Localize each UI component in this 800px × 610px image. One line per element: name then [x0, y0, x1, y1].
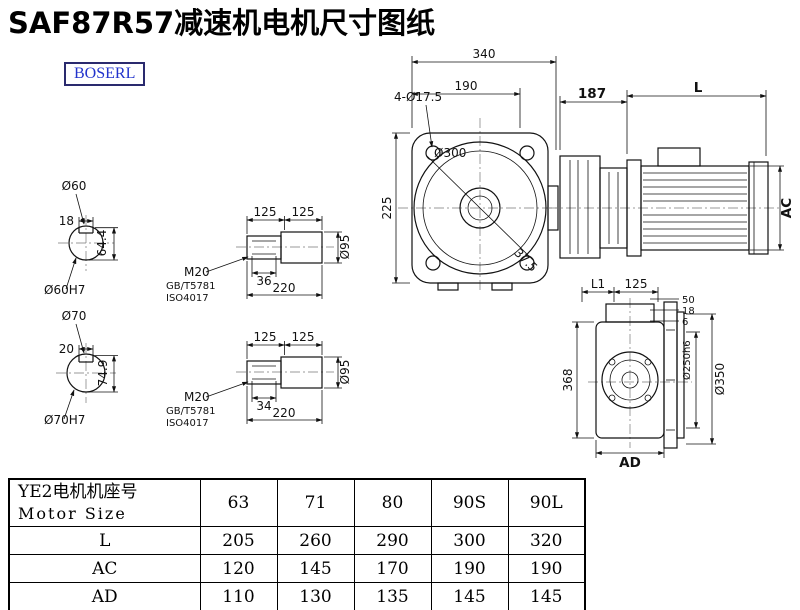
label-shaft60-dia: Ø60	[62, 179, 87, 193]
dim-detailtop-total: 220	[273, 281, 296, 295]
dim-bottom-ad: AD	[619, 455, 641, 471]
header-cn: YE2电机机座号	[18, 482, 138, 502]
bottom-flange	[663, 301, 678, 449]
label-shaft60-bore: Ø60H7	[44, 283, 85, 297]
row-label-AD: AD	[8, 582, 201, 610]
column-header-80: 80	[353, 478, 432, 527]
view-front: 340 190 4-Ø17.5 Ø300 225 37.5	[380, 47, 560, 292]
view-shaft-70: 20 74.9 Ø70 Ø70H7	[44, 309, 118, 427]
dim-bottom-50: 50	[682, 295, 695, 306]
header-en: Motor Size	[18, 504, 127, 523]
view-shaft-60: 18 64.4 Ø60 Ø60H7	[44, 179, 118, 297]
label-detailbot-std1: GB/T5781	[166, 406, 216, 417]
dim-detailtop-seg2: 125	[292, 205, 315, 219]
column-header-90l: 90L	[507, 478, 586, 527]
dim-detailtop-dia: Ø95	[338, 235, 352, 260]
dim-bottom-125: 125	[625, 277, 648, 291]
cell-L-90l: 320	[507, 526, 586, 555]
dim-detailbot-seg2: 125	[292, 330, 315, 344]
shaft70-outline	[66, 353, 106, 393]
shaft60-outline	[68, 225, 104, 261]
cell-AD-80: 135	[353, 582, 432, 610]
label-front-boltholes: 4-Ø17.5	[394, 90, 442, 104]
dim-bottom-height: 368	[561, 369, 575, 392]
row-label-L: L	[8, 526, 201, 555]
cell-AC-90s: 190	[430, 554, 509, 583]
motor-size-header-cell: YE2电机机座号 Motor Size	[8, 478, 201, 527]
dim-detailbot-seg1: 125	[254, 330, 277, 344]
dim-detailbot-keylen: 34	[256, 399, 271, 413]
dim-bottom-flange-dia: Ø350	[713, 363, 727, 395]
cell-L-80: 290	[353, 526, 432, 555]
dim-shaft60-keywidth: 18	[59, 214, 74, 228]
dim-shaft70-keywidth: 20	[59, 342, 74, 356]
table-row-AD: AD 110 130 135 145 145	[8, 582, 586, 610]
motor-size-table: YE2电机机座号 Motor Size 63 71 80 90S 90L L 2…	[8, 478, 586, 610]
cell-AD-90l: 145	[507, 582, 586, 610]
dim-bottom-spigot-dia: Ø250h6	[681, 340, 693, 380]
label-detailbot-std2: ISO4017	[166, 418, 209, 429]
dim-shaft60-overall: 64.4	[95, 230, 109, 257]
cell-AC-71: 145	[276, 554, 355, 583]
dim-detailtop-keylen: 36	[256, 274, 271, 288]
view-shaft-detail-bottom: 125 125 M20 GB/T5781 ISO4017 34 220 Ø95	[166, 330, 352, 429]
table-row-AC: AC 120 145 170 190 190	[8, 554, 586, 583]
cell-L-63: 205	[199, 526, 278, 555]
dim-side-motor-height: AC	[779, 198, 795, 218]
table-row-L: L 205 260 290 300 320	[8, 526, 586, 555]
label-detailtop-thread: M20	[184, 265, 210, 279]
side-housing	[559, 155, 601, 259]
dim-bottom-18: 18	[682, 306, 695, 317]
cell-AC-63: 120	[199, 554, 278, 583]
dim-front-width: 340	[473, 47, 496, 61]
cell-AC-90l: 190	[507, 554, 586, 583]
table-header-row: YE2电机机座号 Motor Size 63 71 80 90S 90L	[8, 478, 586, 527]
label-detailtop-std1: GB/T5781	[166, 281, 216, 292]
front-flange-circle	[413, 141, 547, 275]
dim-shaft70-overall: 74.9	[96, 360, 110, 387]
label-detailbot-thread: M20	[184, 390, 210, 404]
view-shaft-detail-top: 125 125 M20 GB/T5781 ISO4017 36 220 Ø95	[166, 205, 352, 304]
view-bottom: L1 125 50 18 6 368	[561, 277, 727, 471]
boserl-logo: BOSERL	[64, 62, 146, 86]
technical-drawing: 18 64.4 Ø60 Ø60H7 20 74.9	[44, 47, 795, 471]
dim-bottom-l1: L1	[591, 277, 605, 291]
label-front-flange-dia: Ø300	[434, 146, 466, 160]
dim-side-gear-length: 187	[578, 86, 606, 102]
page-title: SAF87R57减速机电机尺寸图纸	[8, 6, 436, 40]
cell-AD-63: 110	[199, 582, 278, 610]
label-detailtop-std2: ISO4017	[166, 293, 209, 304]
dim-detailtop-seg1: 125	[254, 205, 277, 219]
label-shaft70-dia: Ø70	[62, 309, 87, 323]
cell-L-90s: 300	[430, 526, 509, 555]
dim-front-height: 225	[380, 197, 394, 220]
side-terminal-box	[657, 147, 701, 167]
row-label-AC: AC	[8, 554, 201, 583]
label-shaft70-bore: Ø70H7	[44, 413, 85, 427]
dim-detailbot-total: 220	[273, 406, 296, 420]
dim-side-motor-length: L	[694, 80, 703, 96]
cell-L-71: 260	[276, 526, 355, 555]
dim-bottom-6: 6	[682, 317, 688, 328]
cell-AC-80: 170	[353, 554, 432, 583]
view-side: 187 L AC	[548, 80, 795, 259]
column-header-63: 63	[199, 478, 278, 527]
column-header-71: 71	[276, 478, 355, 527]
dim-front-inner-width: 190	[455, 79, 478, 93]
cell-AD-71: 130	[276, 582, 355, 610]
dim-detailbot-dia: Ø95	[338, 360, 352, 385]
cell-AD-90s: 145	[430, 582, 509, 610]
column-header-90s: 90S	[430, 478, 509, 527]
side-fan-cowl	[748, 161, 769, 255]
